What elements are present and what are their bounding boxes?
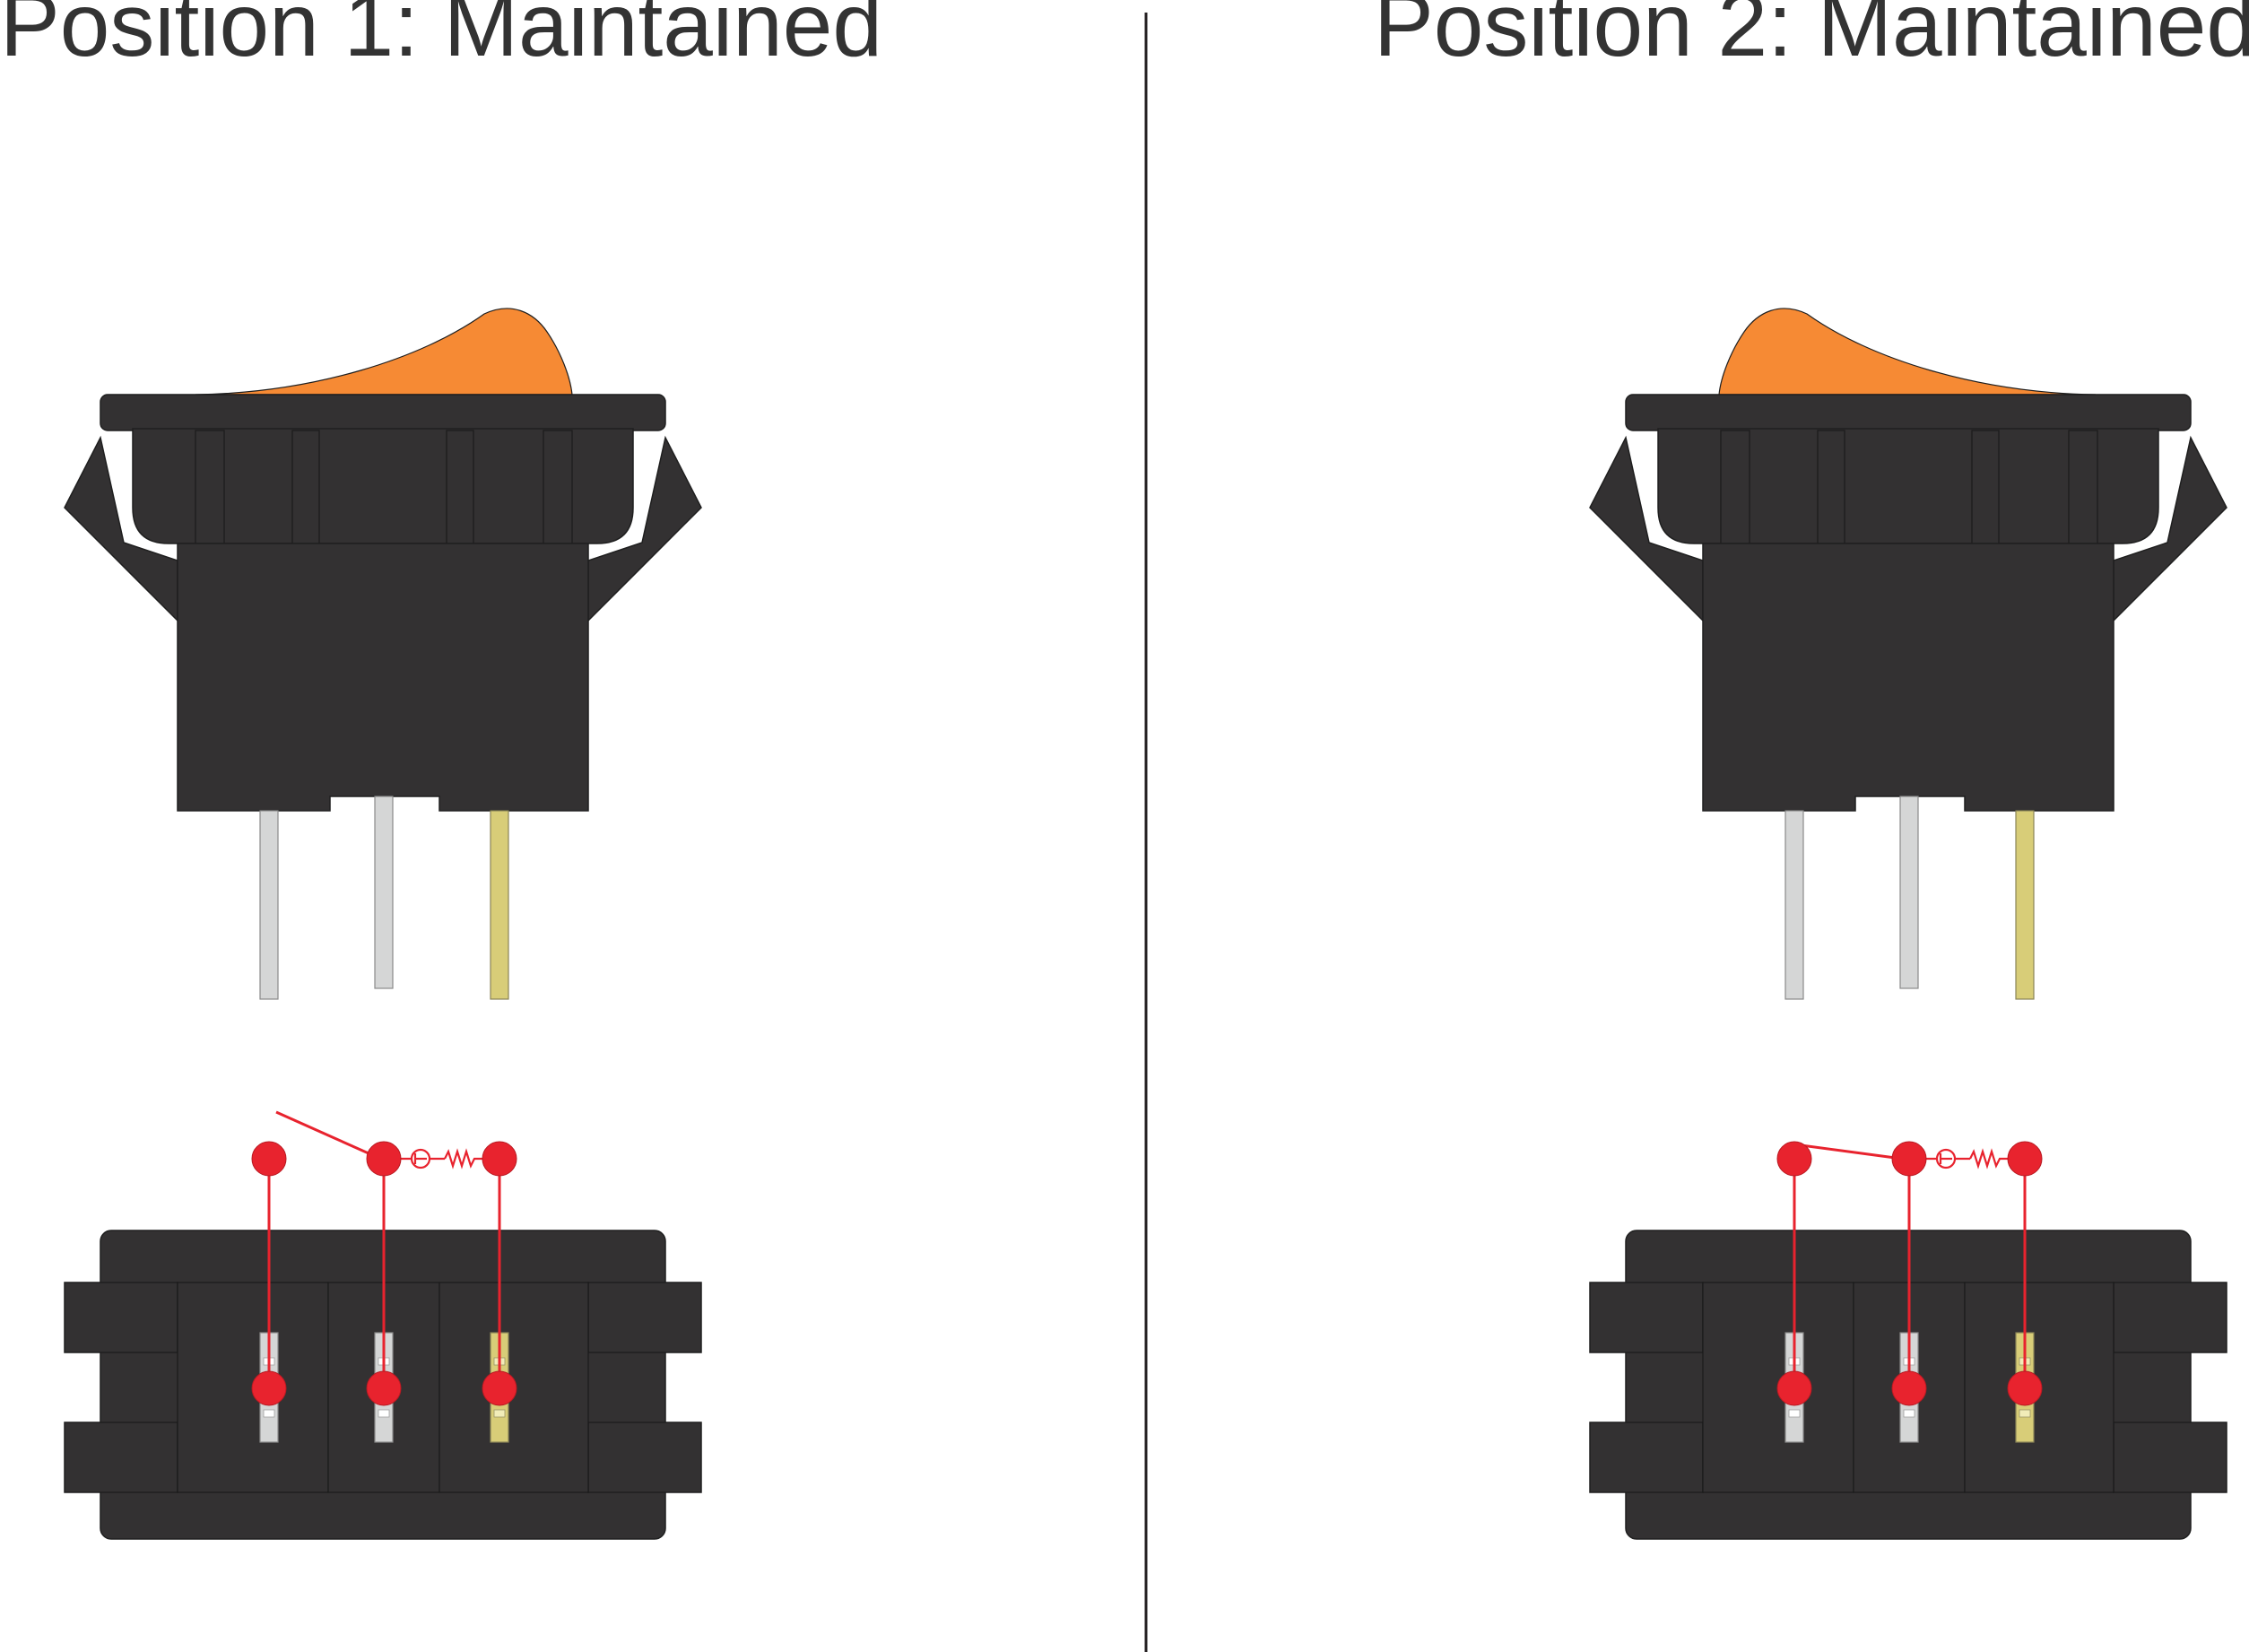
bottom-right-tab-upper — [2113, 1282, 2227, 1353]
node-terminal-2 — [1891, 1370, 1927, 1406]
node-top-3 — [2007, 1141, 2043, 1177]
terminal-1-blade — [259, 810, 279, 1000]
switch-contact-closed — [1793, 1143, 1903, 1161]
schematic-overlay — [1776, 1141, 2043, 1406]
terminal-1-blade — [1784, 810, 1804, 1000]
bottom-right-tab-lower — [587, 1422, 702, 1493]
resistor-icon — [1969, 1148, 2014, 1169]
bottom-left-tab-upper — [64, 1282, 178, 1353]
bezel-ribs — [195, 430, 573, 544]
node-top-2 — [1891, 1141, 1927, 1177]
switch-side-view — [1589, 308, 2227, 1000]
bottom-left-tab-lower — [64, 1422, 178, 1493]
bottom-right-tab-lower — [2113, 1422, 2227, 1493]
panel-1 — [64, 308, 702, 1540]
switch-side-view — [64, 308, 702, 1000]
node-terminal-3 — [482, 1370, 517, 1406]
bezel-skirt — [132, 428, 634, 544]
terminal-3-blade — [2015, 810, 2035, 1000]
node-terminal-1 — [251, 1370, 287, 1406]
bezel-ribs — [1720, 430, 2098, 544]
bezel — [1625, 394, 2192, 431]
lamp-icon — [410, 1148, 431, 1169]
terminal-2-blade — [1899, 796, 1919, 989]
node-terminal-2 — [366, 1370, 402, 1406]
lamp-icon — [1935, 1148, 1957, 1169]
bezel-skirt — [1657, 428, 2159, 544]
bottom-left-tab-upper — [1589, 1282, 1704, 1353]
node-top-1 — [251, 1141, 287, 1177]
terminal-2-blade — [374, 796, 394, 989]
node-top-2 — [366, 1141, 402, 1177]
node-terminal-3 — [2007, 1370, 2043, 1406]
bezel — [100, 394, 666, 431]
switch-contact-open — [275, 1110, 378, 1159]
switch-body — [1702, 543, 2114, 812]
bottom-left-tab-lower — [1589, 1422, 1704, 1493]
node-top-3 — [482, 1141, 517, 1177]
rocker-actuator — [195, 308, 573, 396]
panel-2-title: Position 2: Maintained — [1374, 0, 2249, 75]
node-terminal-1 — [1776, 1370, 1812, 1406]
node-top-1 — [1776, 1141, 1812, 1177]
resistor-icon — [444, 1148, 489, 1169]
panel-1-title: Position 1: Maintained — [0, 0, 882, 75]
bottom-right-tab-upper — [587, 1282, 702, 1353]
switch-body — [177, 543, 589, 812]
panel-2 — [1589, 308, 2227, 1540]
terminal-3-blade — [490, 810, 509, 1000]
rocker-actuator — [1718, 308, 2097, 396]
schematic-overlay — [251, 1110, 517, 1406]
